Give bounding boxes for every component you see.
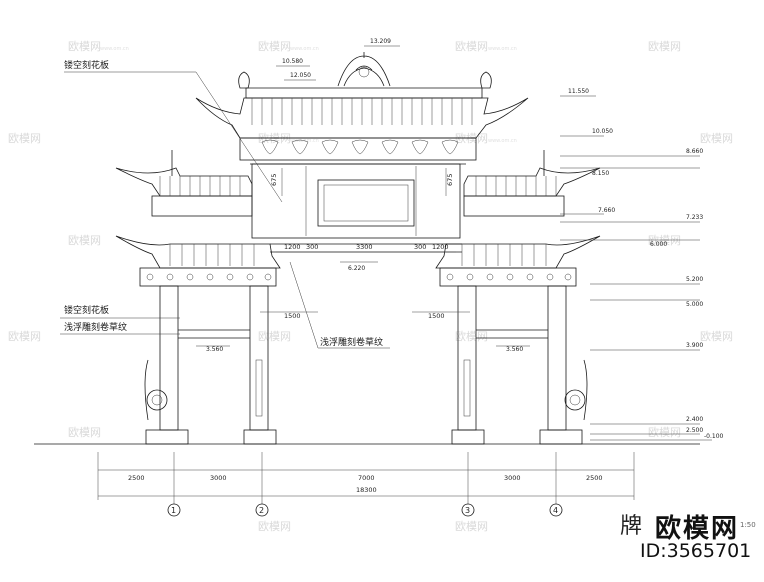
dim-1500-left: 1500 bbox=[284, 312, 301, 320]
dim-1500-right: 1500 bbox=[428, 312, 445, 320]
watermark: 欧模网 bbox=[648, 40, 681, 53]
watermark: 欧模网 bbox=[68, 40, 101, 53]
dim-bottom-3000-right: 3000 bbox=[504, 474, 521, 482]
watermark: 欧模网 bbox=[258, 330, 291, 343]
watermark: 欧模网 bbox=[258, 132, 291, 145]
dim-bottom-3000-left: 3000 bbox=[210, 474, 227, 482]
elev-left-eave: 12.050 bbox=[290, 72, 311, 79]
dim-bottom-total: 18300 bbox=[356, 486, 377, 494]
watermark: 欧模网 bbox=[8, 132, 41, 145]
watermark-url: www.om.cn bbox=[488, 46, 517, 52]
central-body bbox=[251, 163, 462, 253]
elev-inner-right: 3.560 bbox=[506, 346, 523, 353]
watermark: 欧模网 bbox=[648, 234, 681, 247]
elev-center-beam: 6.220 bbox=[348, 265, 365, 272]
watermark: 欧模网 bbox=[8, 330, 41, 343]
elev-right-mid2: 8.660 bbox=[686, 148, 703, 155]
elev-right-base1: 2.400 bbox=[686, 416, 703, 423]
watermark: 欧模网 bbox=[68, 426, 101, 439]
dim-675-right: 675 bbox=[446, 174, 454, 186]
watermark: 欧模网 bbox=[648, 426, 681, 439]
model-id: ID:3565701 bbox=[640, 540, 752, 562]
axis-bubbles bbox=[167, 503, 563, 517]
left-upper-roof bbox=[115, 150, 253, 217]
label-carved-panel-top: 镂空刻花板 bbox=[64, 59, 109, 71]
left-lower-roof bbox=[115, 235, 281, 287]
watermark-url: www.om.cn bbox=[100, 46, 129, 52]
watermark: 欧模网 bbox=[258, 40, 291, 53]
elev-right-low2: 5.000 bbox=[686, 301, 703, 308]
site-logo: 欧模网 bbox=[655, 514, 740, 544]
watermark: 欧模网 bbox=[700, 330, 733, 343]
elev-right-low3: 3.900 bbox=[686, 342, 703, 349]
elev-right-mid5: 7.233 bbox=[686, 214, 703, 221]
label-relief-center: 浅浮雕刻卷草纹 bbox=[320, 336, 383, 348]
watermark: 欧模网 bbox=[258, 520, 291, 533]
drawing-title: 牌 bbox=[620, 514, 644, 539]
axis-label-2: 2 bbox=[259, 506, 264, 515]
elev-right-base3: -0.100 bbox=[704, 433, 724, 440]
watermark-url: www.om.cn bbox=[488, 138, 517, 144]
watermark-layer: 欧模网 欧模网 欧模网 欧模网 欧模网 欧模网 欧模网 欧模网 欧模网 欧模网 … bbox=[8, 40, 733, 533]
dim-1200-left: 1200 bbox=[284, 243, 301, 251]
elev-right-low1: 5.200 bbox=[686, 276, 703, 283]
watermark: 欧模网 bbox=[68, 234, 101, 247]
elev-right-base2: 2.500 bbox=[686, 427, 703, 434]
dim-300-left: 300 bbox=[306, 243, 318, 251]
label-relief-left: 浅浮雕刻卷草纹 bbox=[64, 321, 127, 333]
elev-right-mid1: 10.050 bbox=[592, 128, 613, 135]
watermark: 欧模网 bbox=[455, 132, 488, 145]
bottom-dimension-lines bbox=[97, 452, 635, 504]
inner-dimension-lines bbox=[260, 168, 470, 313]
elev-inner-left: 3.560 bbox=[206, 346, 223, 353]
dim-bottom-2500-left: 2500 bbox=[128, 474, 145, 482]
axis-label-4: 4 bbox=[553, 506, 558, 515]
elev-right-mid6: 6.000 bbox=[650, 241, 667, 248]
watermark: 欧模网 bbox=[700, 132, 733, 145]
watermark: 欧模网 bbox=[455, 520, 488, 533]
right-upper-roof bbox=[463, 150, 601, 217]
elev-left-ornament: 10.580 bbox=[282, 58, 303, 65]
dim-1200-right: 1200 bbox=[432, 243, 449, 251]
elev-right-mid4: 7.660 bbox=[598, 207, 615, 214]
axis-label-1: 1 bbox=[171, 506, 176, 515]
dim-675-left: 675 bbox=[270, 174, 278, 186]
label-carved-panel-left: 镂空刻花板 bbox=[64, 304, 109, 316]
dim-3300: 3300 bbox=[356, 243, 373, 251]
watermark: 欧模网 bbox=[455, 330, 488, 343]
axis-label-3: 3 bbox=[465, 506, 470, 515]
columns bbox=[144, 285, 588, 445]
watermark-url: www.om.cn bbox=[290, 138, 319, 144]
elev-right-upper: 11.550 bbox=[568, 88, 589, 95]
watermark: 欧模网 bbox=[455, 40, 488, 53]
scale-hint: 1:50 bbox=[740, 521, 756, 529]
right-lower-roof bbox=[435, 235, 601, 287]
dim-bottom-7000: 7000 bbox=[358, 474, 375, 482]
annotation-leaders bbox=[60, 71, 390, 349]
watermark-url: www.om.cn bbox=[290, 46, 319, 52]
elev-right-mid3: 8.150 bbox=[592, 170, 609, 177]
dim-bottom-2500-right: 2500 bbox=[586, 474, 603, 482]
dim-300-right: 300 bbox=[414, 243, 426, 251]
elevation-marks bbox=[196, 45, 712, 441]
elev-top-ridge: 13.209 bbox=[370, 38, 391, 45]
